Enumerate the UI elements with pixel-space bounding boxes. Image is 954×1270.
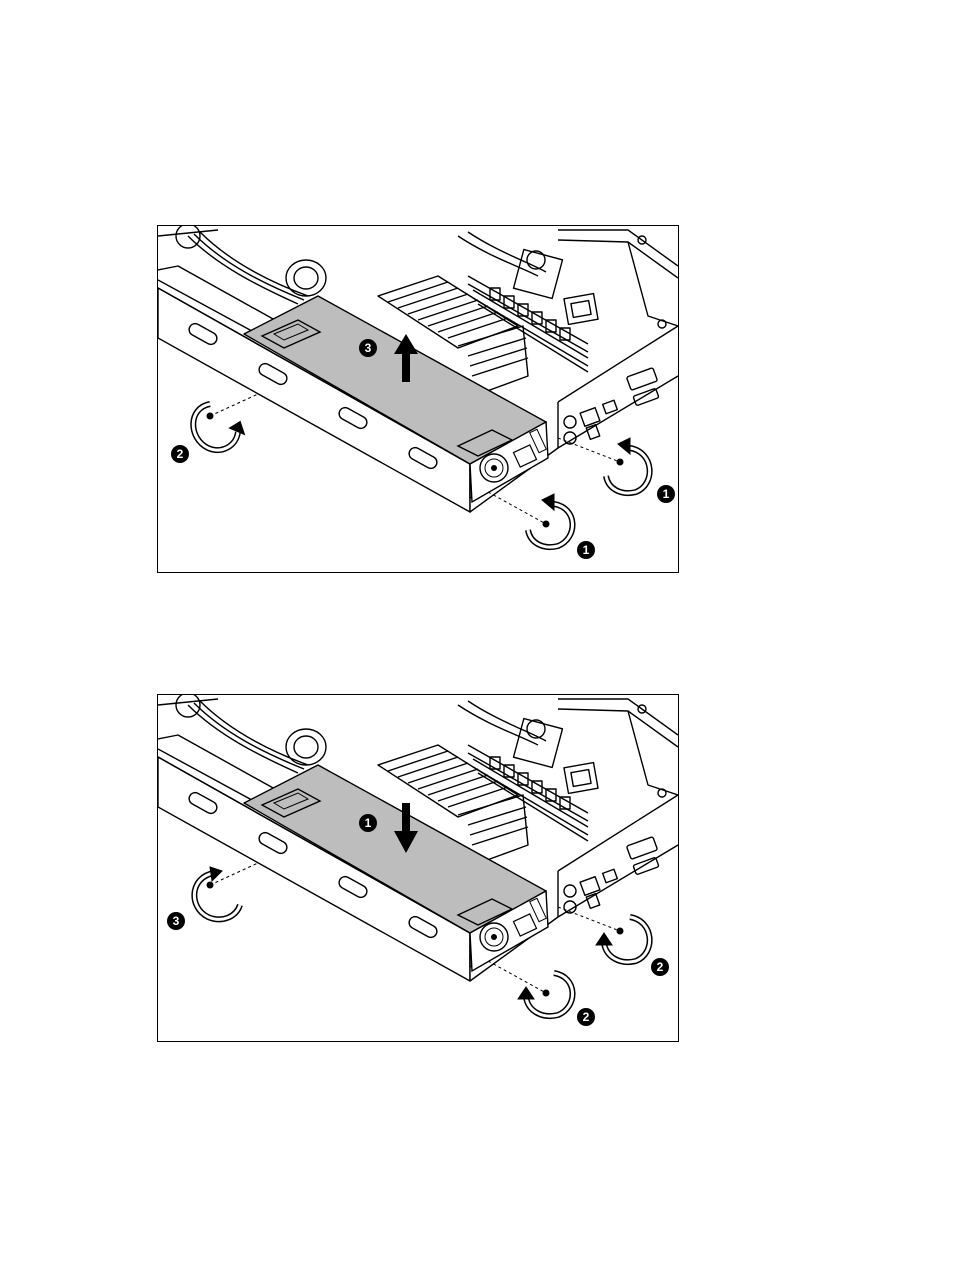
callout-2: 2: [171, 445, 189, 463]
svg-text:2: 2: [583, 1010, 590, 1024]
screw-icon: [207, 394, 258, 419]
svg-text:2: 2: [177, 447, 184, 461]
callout-2: 2: [577, 1008, 595, 1026]
server-illustration: 3 2 1 1: [158, 226, 679, 573]
callout-3: 3: [359, 339, 377, 357]
rotation-arrow-icon: [596, 917, 650, 962]
fan-icon: [480, 454, 508, 482]
fan-icon: [480, 923, 508, 951]
callout-3: 3: [167, 912, 185, 930]
screw-icon: [488, 961, 549, 996]
rear-io-ports: [564, 837, 659, 913]
diagram-install-power-supply: 1 3 2 2: [157, 694, 679, 1042]
callout-2: 2: [651, 958, 669, 976]
svg-text:2: 2: [657, 960, 664, 974]
svg-text:1: 1: [365, 816, 372, 830]
rear-io-ports: [564, 368, 659, 444]
rotation-arrow-icon: [606, 438, 650, 493]
svg-text:3: 3: [365, 341, 372, 355]
callout-1: 1: [657, 485, 675, 503]
svg-text:1: 1: [663, 487, 670, 501]
svg-text:3: 3: [173, 914, 180, 928]
svg-text:1: 1: [583, 543, 590, 557]
callout-1: 1: [577, 541, 595, 559]
diagram-remove-power-supply: 3 2 1 1: [157, 225, 679, 573]
rotation-arrow-icon: [193, 404, 244, 450]
screw-icon: [488, 492, 549, 527]
server-illustration: 1 3 2 2: [158, 695, 679, 1042]
rotation-arrow-icon: [528, 494, 573, 547]
callout-1: 1: [359, 814, 377, 832]
